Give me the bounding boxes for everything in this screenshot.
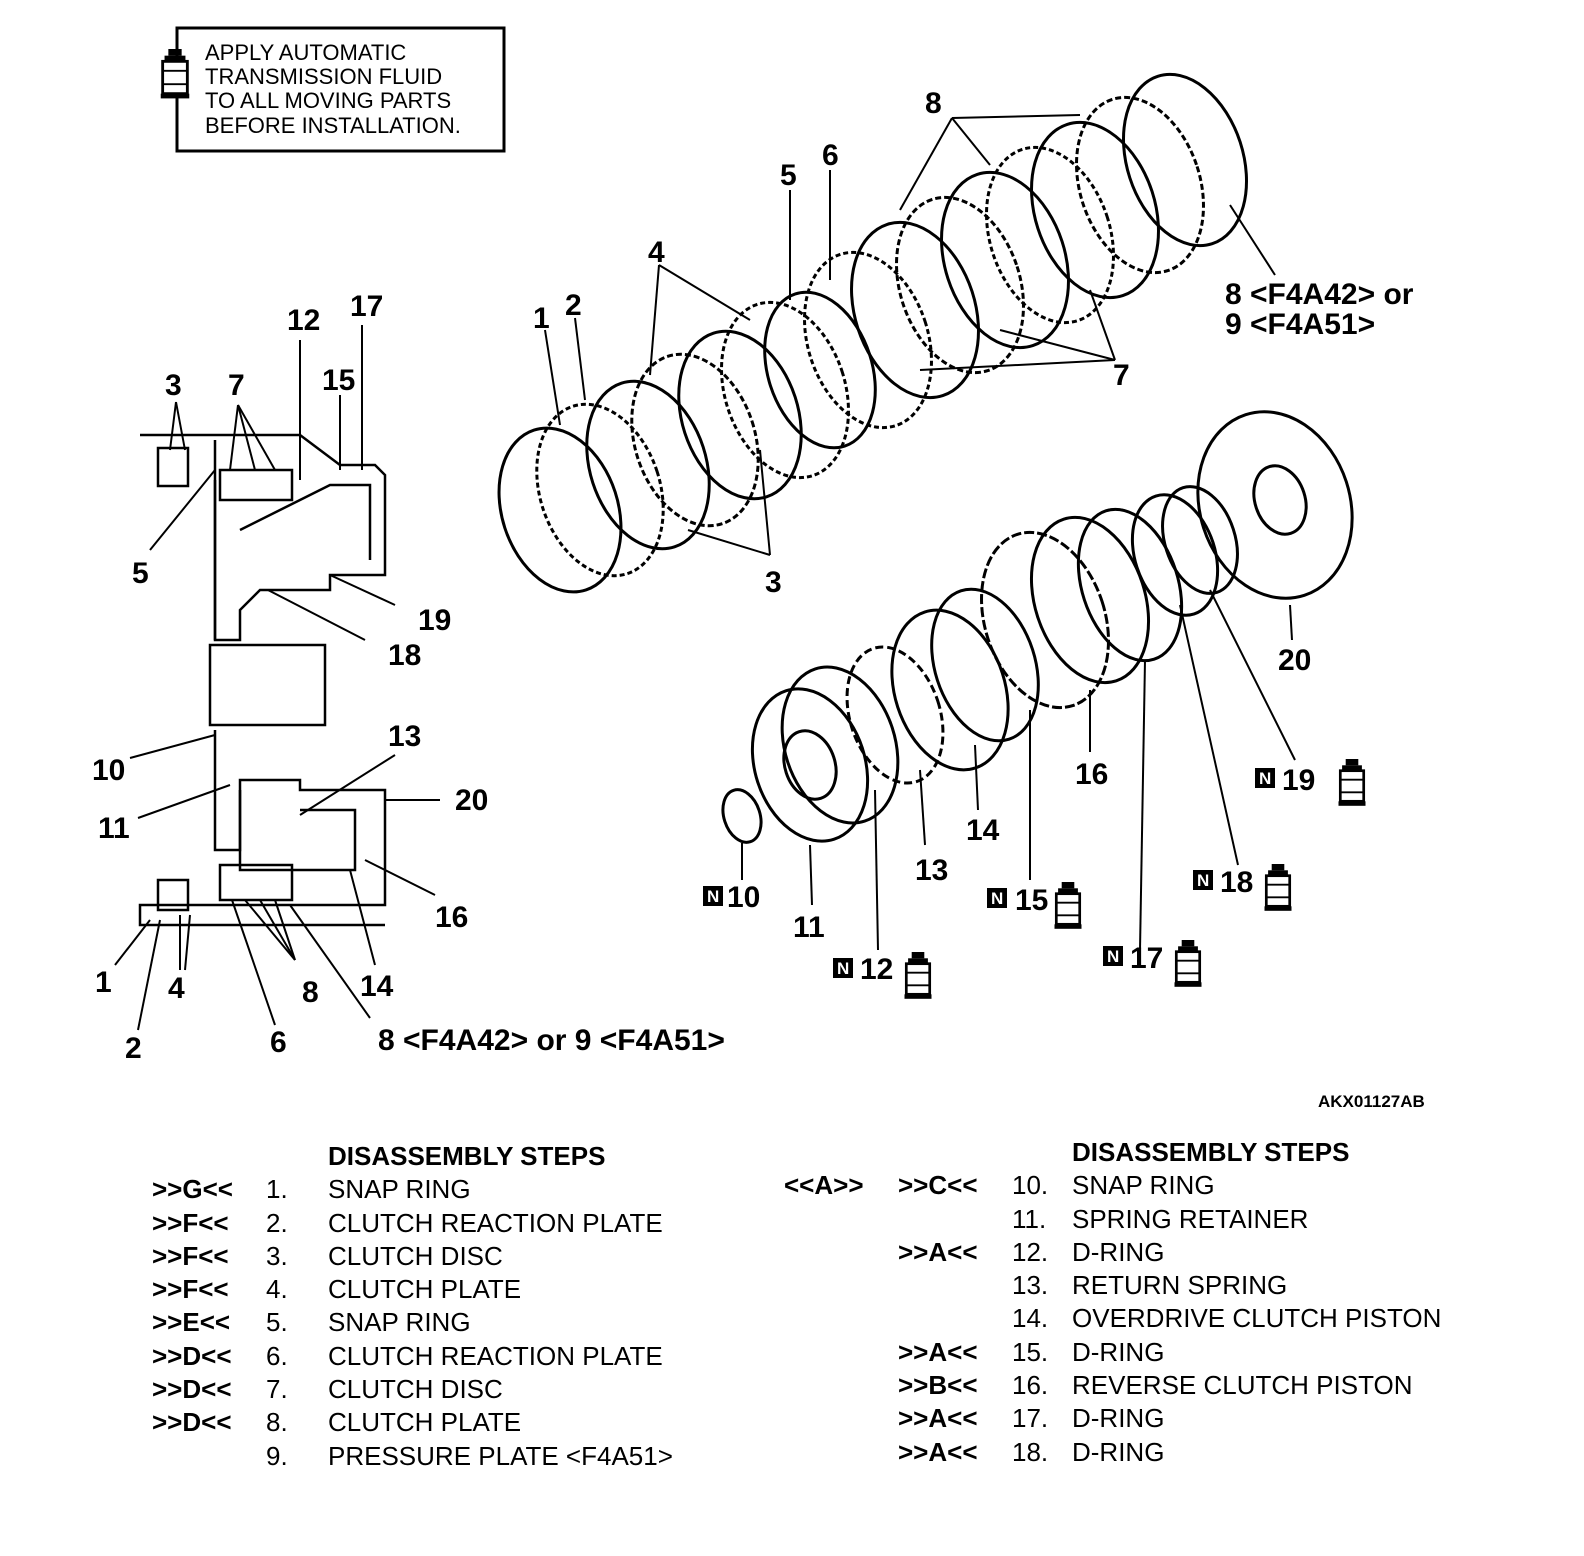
- callout-11: 11: [793, 911, 825, 944]
- step-row: >>B<<16.REVERSE CLUTCH PISTON: [898, 1370, 1413, 1401]
- step-row: >>D<<8.CLUTCH PLATE: [152, 1407, 522, 1438]
- step-row: >>E<<5.SNAP RING: [152, 1307, 471, 1338]
- callout-alt-bottom: 8 <F4A42> or 9 <F4A51>: [378, 1024, 725, 1057]
- callout-1: 1: [533, 302, 550, 335]
- exploded-parts-diagram: APPLY AUTOMATIC TRANSMISSION FLUID TO AL…: [92, 26, 1425, 1111]
- callout-15-section: 15: [322, 364, 355, 397]
- svg-text:19: 19: [1282, 764, 1315, 797]
- step-row: >>A<<17.D-RING: [898, 1403, 1165, 1434]
- note-line-4: BEFORE INSTALLATION.: [205, 113, 461, 138]
- svg-text:18: 18: [1220, 866, 1253, 899]
- callout-10-section: 10: [92, 754, 125, 787]
- steps-left: DISASSEMBLY STEPS >>G<<1.SNAP RING >>F<<…: [0, 1140, 780, 1473]
- step-row: >>F<<4.CLUTCH PLATE: [152, 1274, 522, 1305]
- callout-16-section: 16: [435, 901, 468, 934]
- step-row: >>A<<18.D-RING: [898, 1436, 1165, 1467]
- steps-left-header: DISASSEMBLY STEPS: [328, 1141, 606, 1171]
- callout-12-marked: N 12: [833, 950, 933, 1001]
- callout-2-section: 2: [125, 1032, 142, 1065]
- callout-11-section: 11: [98, 812, 130, 845]
- cross-section-view: [138, 433, 387, 927]
- callout-17-section: 17: [350, 290, 383, 323]
- callout-10-marked: N 10: [703, 881, 760, 914]
- callout-17-marked: N 17: [1103, 938, 1203, 989]
- step-row: <<A>>>>C<<10.SNAP RING: [784, 1170, 1215, 1201]
- fluid-note-box: APPLY AUTOMATIC TRANSMISSION FLUID TO AL…: [159, 26, 506, 153]
- callout-alt-line-1: 8 <F4A42> or: [1225, 278, 1414, 311]
- callout-8-section: 8: [302, 976, 319, 1009]
- step-row: >>F<<3.CLUTCH DISC: [152, 1240, 503, 1271]
- callout-3: 3: [765, 566, 782, 599]
- callout-1-section: 1: [95, 966, 112, 999]
- callout-18-marked: N 18: [1193, 862, 1293, 913]
- note-line-1: APPLY AUTOMATIC: [205, 40, 406, 65]
- step-row: 13.RETURN SPRING: [1012, 1270, 1288, 1301]
- step-row: >>D<<7.CLUTCH DISC: [152, 1374, 503, 1405]
- callout-7-section: 7: [228, 369, 245, 402]
- clutch-pack-exploded: [497, 72, 1276, 594]
- figure-id: AKX01127AB: [1318, 1092, 1425, 1111]
- callout-4: 4: [648, 236, 665, 269]
- callout-7: 7: [1113, 359, 1130, 392]
- callout-alt-line-2: 9 <F4A51>: [1225, 308, 1375, 341]
- callout-8: 8: [925, 87, 942, 120]
- callout-6: 6: [822, 139, 839, 172]
- callout-19-marked: N 19: [1255, 757, 1367, 808]
- step-row: >>G<<1.SNAP RING: [152, 1174, 471, 1205]
- step-row: >>F<<2.CLUTCH REACTION PLATE: [152, 1207, 663, 1238]
- svg-text:N: N: [837, 959, 849, 978]
- svg-text:10: 10: [727, 881, 760, 914]
- svg-text:15: 15: [1015, 884, 1048, 917]
- note-line-3: TO ALL MOVING PARTS: [205, 88, 451, 113]
- svg-text:N: N: [1197, 871, 1209, 890]
- callout-13: 13: [915, 854, 948, 887]
- step-row: >>A<<15.D-RING: [898, 1336, 1165, 1367]
- step-row: 11.SPRING RETAINER: [1012, 1203, 1309, 1234]
- callout-6-section: 6: [270, 1026, 287, 1059]
- callout-18-section: 18: [388, 639, 421, 672]
- piston-assembly-exploded: [721, 410, 1354, 951]
- callout-14-section: 14: [360, 970, 394, 1003]
- svg-text:17: 17: [1130, 942, 1163, 975]
- step-row: >>D<<6.CLUTCH REACTION PLATE: [152, 1340, 663, 1371]
- callout-15-marked: N 15: [987, 880, 1083, 931]
- svg-text:N: N: [1107, 947, 1119, 966]
- steps-right: DISASSEMBLY STEPS <<A>>>>C<<10.SNAP RING…: [0, 1136, 1584, 1469]
- step-row: 14.OVERDRIVE CLUTCH PISTON: [1012, 1303, 1442, 1334]
- callout-3-section: 3: [165, 369, 182, 402]
- svg-text:N: N: [1259, 769, 1271, 788]
- callout-2: 2: [565, 289, 582, 322]
- callout-14: 14: [966, 814, 1000, 847]
- callout-12-section: 12: [287, 304, 320, 337]
- callout-5-section: 5: [132, 557, 149, 590]
- cross-section-leaders: [114, 325, 440, 1031]
- callout-16: 16: [1075, 758, 1108, 791]
- svg-text:N: N: [707, 887, 719, 906]
- callout-4-section: 4: [168, 972, 185, 1005]
- step-row: >>A<<12.D-RING: [898, 1236, 1165, 1267]
- steps-right-header: DISASSEMBLY STEPS: [1072, 1137, 1350, 1167]
- callout-13-section: 13: [388, 720, 421, 753]
- fluid-bottle-icon: [159, 47, 191, 100]
- callout-5: 5: [780, 159, 797, 192]
- callout-20: 20: [1278, 644, 1311, 677]
- callout-20-section: 20: [455, 784, 488, 817]
- callout-19-section: 19: [418, 604, 451, 637]
- step-row: 9.PRESSURE PLATE <F4A51>: [266, 1440, 673, 1471]
- note-line-2: TRANSMISSION FLUID: [205, 64, 442, 89]
- svg-text:12: 12: [860, 953, 893, 986]
- svg-text:N: N: [991, 889, 1003, 908]
